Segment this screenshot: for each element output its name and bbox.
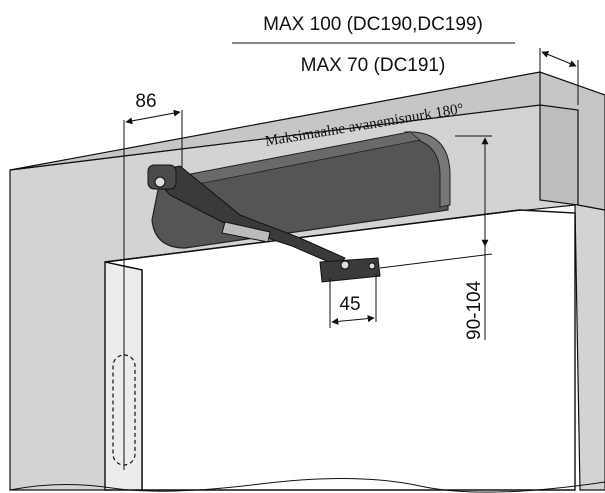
- mount-height-label: 90-104: [464, 280, 485, 340]
- max-frame-label: MAX 100 (DC190,DC199): [263, 14, 483, 35]
- arm-shoe-label: 45: [339, 294, 360, 315]
- max-door-label: MAX 70 (DC191): [301, 55, 446, 76]
- door-leaf: [9, 209, 605, 493]
- hinge-offset-label: 86: [135, 91, 156, 112]
- mount-height-dimension: [379, 135, 493, 340]
- hinge-icon: [112, 120, 136, 470]
- frame-reveal: [539, 104, 579, 206]
- arm-shoe: [319, 257, 381, 283]
- arm-shoe-dimension: [329, 274, 377, 328]
- closer-arm: [147, 164, 381, 283]
- max-frame-dimension: [232, 42, 579, 105]
- hinge-offset-dimension: [125, 109, 183, 168]
